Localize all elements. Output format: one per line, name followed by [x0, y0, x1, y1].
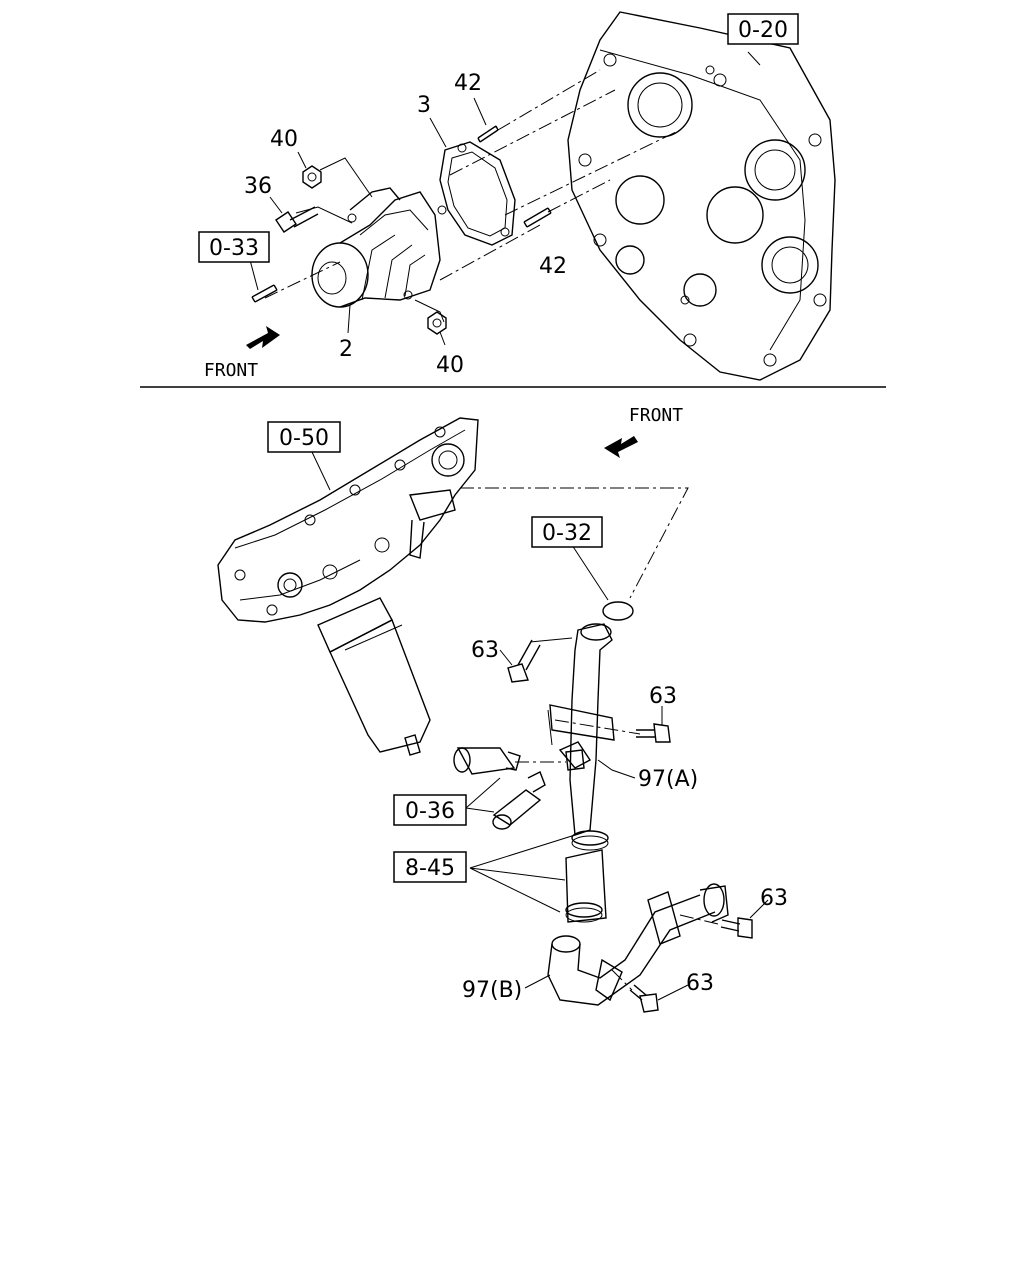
nut-40-bottom: [427, 311, 447, 335]
label-3: 3: [417, 93, 431, 118]
front-label-bottom: FRONT: [629, 405, 683, 426]
stud-42-top: [477, 125, 499, 143]
top-assembly-lines: [264, 69, 681, 299]
bolt-63-a: [507, 639, 541, 683]
water-pipe-97b: [547, 883, 729, 1006]
nut-40-top: [302, 165, 322, 189]
bolt-36: [275, 206, 319, 233]
label-40-bottom: 40: [436, 353, 464, 378]
label-63-b: 63: [649, 684, 677, 709]
bolt-63-c: [720, 917, 753, 939]
ref-box-8-45: 8-45: [393, 851, 467, 883]
label-63-d: 63: [686, 971, 714, 996]
ref-box-0-36: 0-36: [393, 794, 467, 826]
ref-0-36-text: 0-36: [405, 799, 455, 824]
ref-box-0-50: 0-50: [267, 421, 341, 453]
label-63-a: 63: [471, 638, 499, 663]
ref-0-32-text: 0-32: [542, 521, 592, 546]
ref-box-0-32: 0-32: [531, 516, 603, 548]
ref-0-33-text: 0-33: [209, 236, 259, 261]
water-pump: [311, 187, 441, 308]
stud-42-mid: [523, 207, 552, 228]
label-97b: 97(B): [462, 978, 522, 1003]
ref-8-45-text: 8-45: [405, 856, 455, 881]
label-63-c: 63: [760, 886, 788, 911]
ref-0-20-text: 0-20: [738, 18, 788, 43]
front-arrow-bottom: [604, 436, 638, 458]
ref-box-0-33: 0-33: [198, 231, 270, 263]
top-leader-lines: [249, 51, 761, 346]
label-36: 36: [244, 174, 272, 199]
label-40-top: 40: [270, 127, 298, 152]
front-arrow-top: [246, 326, 280, 349]
label-42-top: 42: [454, 71, 482, 96]
oil-cooler-housing: [217, 417, 479, 756]
bolt-63-d: [629, 984, 659, 1013]
label-2: 2: [339, 337, 353, 362]
o-ring: [602, 601, 634, 621]
label-42-mid: 42: [539, 254, 567, 279]
ref-box-0-20: 0-20: [727, 13, 799, 45]
water-pump-gasket: [437, 141, 516, 246]
water-pipe-97a: [547, 623, 615, 836]
bottom-leader-lines: [311, 451, 769, 1001]
front-label-top: FRONT: [204, 360, 258, 381]
bolt-63-b: [636, 723, 671, 743]
ref-0-50-text: 0-50: [279, 426, 329, 451]
stud-033: [251, 284, 278, 303]
fittings: [453, 747, 585, 830]
label-97a: 97(A): [638, 767, 698, 792]
bottom-assembly-lines: [460, 487, 723, 991]
timing-gear-case: [567, 11, 836, 381]
hose-and-clamps: [565, 830, 609, 923]
